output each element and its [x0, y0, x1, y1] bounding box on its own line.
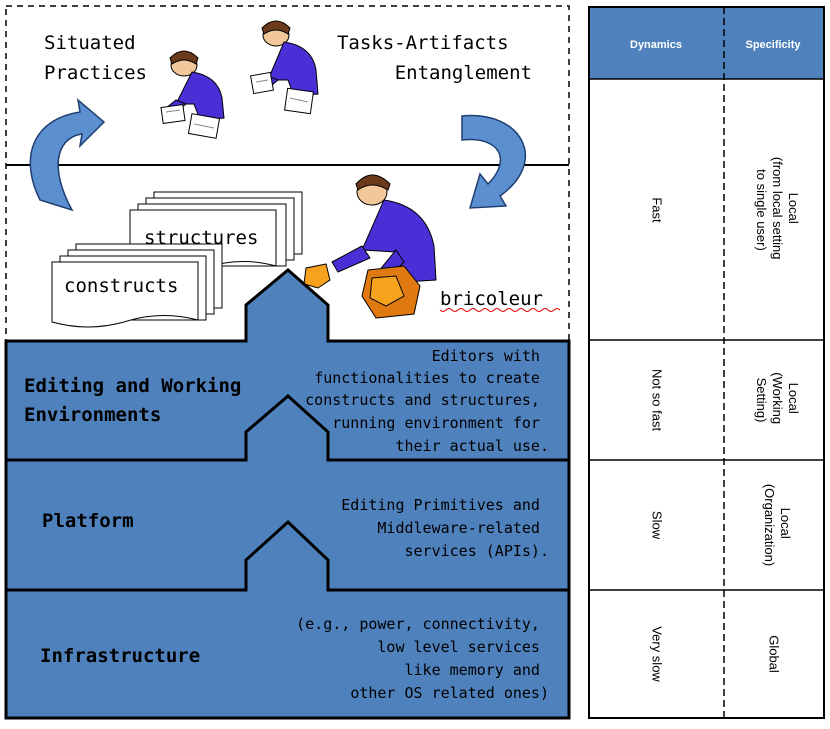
dynamics-cell-not-so-fast: Not so fast	[650, 369, 665, 432]
dynamics-cell-slow: Slow	[650, 511, 665, 540]
person-with-papers-icon	[160, 50, 225, 139]
constructs-label: constructs	[64, 275, 178, 297]
infrastructure-layer-description: (e.g., power, connectivity, low level se…	[296, 615, 549, 702]
left-cycle-arrow-icon	[29, 98, 106, 212]
platform-layer-description: Editing Primitives and Middleware-relate…	[341, 496, 549, 560]
dynamics-cell-very-slow: Very slow	[650, 626, 665, 682]
dynamics-header: Dynamics	[630, 39, 682, 51]
infrastructure-layer-shape	[4, 519, 571, 720]
tasks-artifacts-label: Tasks-Artifacts Entanglement	[337, 32, 532, 84]
dynamics-specificity-table: Dynamics Specificity Fast Local (from lo…	[588, 6, 825, 719]
specificity-cell-fast: Local (from local setting to single user…	[754, 157, 801, 263]
practice-area: Situated Practices Tasks-Artifacts Entan…	[5, 5, 570, 345]
infrastructure-layer-title: Infrastructure	[40, 645, 200, 667]
table-header-background	[589, 7, 824, 79]
specificity-header: Specificity	[745, 39, 801, 51]
specificity-cell-working-setting: Local (Working Setting)	[754, 372, 801, 427]
platform-layer-title: Platform	[42, 510, 134, 532]
specificity-cell-organization: Local (Organization)	[762, 484, 793, 566]
spellcheck-underline	[439, 308, 561, 312]
table-border	[588, 6, 825, 719]
bricoleur-puzzle-icon	[303, 174, 437, 319]
situated-practices-label: Situated Practices	[44, 32, 147, 84]
person-with-documents-icon	[250, 20, 319, 115]
constructs-document-stack: constructs	[51, 243, 223, 328]
dynamics-cell-fast: Fast	[650, 197, 665, 223]
specificity-cell-global: Global	[767, 635, 782, 673]
editing-layer-title: Editing and Working Environments	[24, 375, 253, 426]
layer-stack: Editing and Working Environments Editors…	[4, 268, 571, 720]
editing-layer-description: Editors with functionalities to create c…	[305, 347, 549, 455]
bricoleur-label: bricoleur	[440, 288, 543, 310]
right-cycle-arrow-icon	[461, 114, 527, 209]
